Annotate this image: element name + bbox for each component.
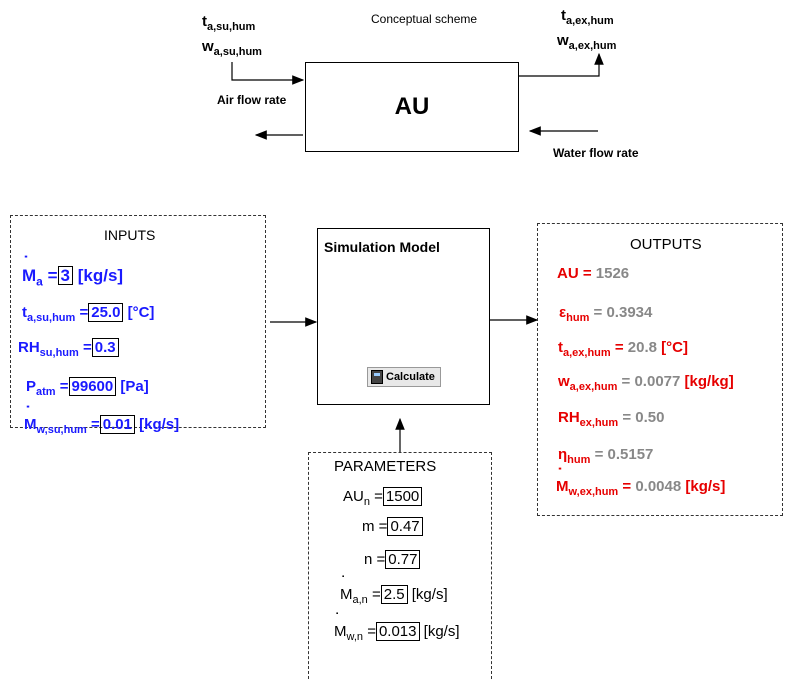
calculate-label: Calculate bbox=[386, 371, 435, 383]
calculate-button[interactable]: Calculate bbox=[367, 367, 441, 387]
scheme-title: Conceptual scheme bbox=[371, 12, 478, 26]
outputs-panel bbox=[537, 223, 783, 516]
mwn-param-input[interactable]: 0.013 bbox=[375, 622, 420, 641]
input-patm: Patm =99600 [Pa] bbox=[26, 377, 149, 398]
w-su-label: wa,su,hum bbox=[202, 38, 262, 58]
input-tsu: ta,su,hum =25.0 [°C] bbox=[22, 303, 155, 324]
patm-input[interactable]: 99600 bbox=[68, 377, 117, 396]
param-n: n =0.77 bbox=[364, 550, 421, 569]
simulation-model-title: Simulation Model bbox=[324, 239, 440, 255]
tsu-input[interactable]: 25.0 bbox=[88, 303, 124, 322]
param-man: Ma,n =2.5 [kg/s] bbox=[340, 573, 448, 606]
output-eps: εhum = 0.3934 bbox=[559, 304, 653, 324]
mw-input[interactable]: 0.01 bbox=[99, 415, 135, 434]
parameters-panel bbox=[308, 452, 492, 679]
inputs-title: INPUTS bbox=[104, 227, 156, 243]
param-mwn: Mw,n =0.013 [kg/s] bbox=[334, 610, 460, 643]
input-rh: RHsu,hum =0.3 bbox=[18, 338, 119, 359]
outputs-title: OUTPUTS bbox=[630, 236, 702, 253]
inputs-panel bbox=[10, 215, 266, 428]
output-wex: wa,ex,hum = 0.0077 [kg/kg] bbox=[558, 373, 734, 393]
w-ex-label: wa,ex,hum bbox=[557, 32, 617, 52]
output-mwex: Mw,ex,hum = 0.0048 [kg/s] bbox=[556, 465, 725, 498]
param-au: AUn =1500 bbox=[343, 487, 423, 508]
calculator-icon bbox=[371, 370, 383, 384]
param-m: m =0.47 bbox=[362, 517, 423, 536]
t-su-label: ta,su,hum bbox=[202, 13, 256, 33]
output-rhex: RHex,hum = 0.50 bbox=[558, 409, 665, 429]
n-param-input[interactable]: 0.77 bbox=[385, 550, 421, 569]
t-ex-label: ta,ex,hum bbox=[561, 7, 614, 27]
ma-input[interactable]: 3 bbox=[57, 266, 73, 285]
rh-input[interactable]: 0.3 bbox=[91, 338, 119, 357]
output-eta: ηhum = 0.5157 bbox=[558, 446, 654, 466]
output-tex: ta,ex,hum = 20.8 [°C] bbox=[558, 339, 688, 359]
au-box-label: AU bbox=[394, 93, 430, 120]
output-au: AU = 1526 bbox=[557, 265, 630, 282]
input-ma: Ma =3 [kg/s] bbox=[22, 253, 123, 288]
water-flow-label: Water flow rate bbox=[553, 146, 639, 160]
parameters-title: PARAMETERS bbox=[334, 458, 437, 475]
air-flow-label: Air flow rate bbox=[217, 93, 287, 107]
m-param-input[interactable]: 0.47 bbox=[387, 517, 423, 536]
man-param-input[interactable]: 2.5 bbox=[380, 585, 408, 604]
au-param-input[interactable]: 1500 bbox=[382, 487, 423, 506]
input-mw: Mw,su,hum =0.01 [kg/s] bbox=[24, 403, 179, 436]
au-box: AU bbox=[305, 62, 519, 152]
